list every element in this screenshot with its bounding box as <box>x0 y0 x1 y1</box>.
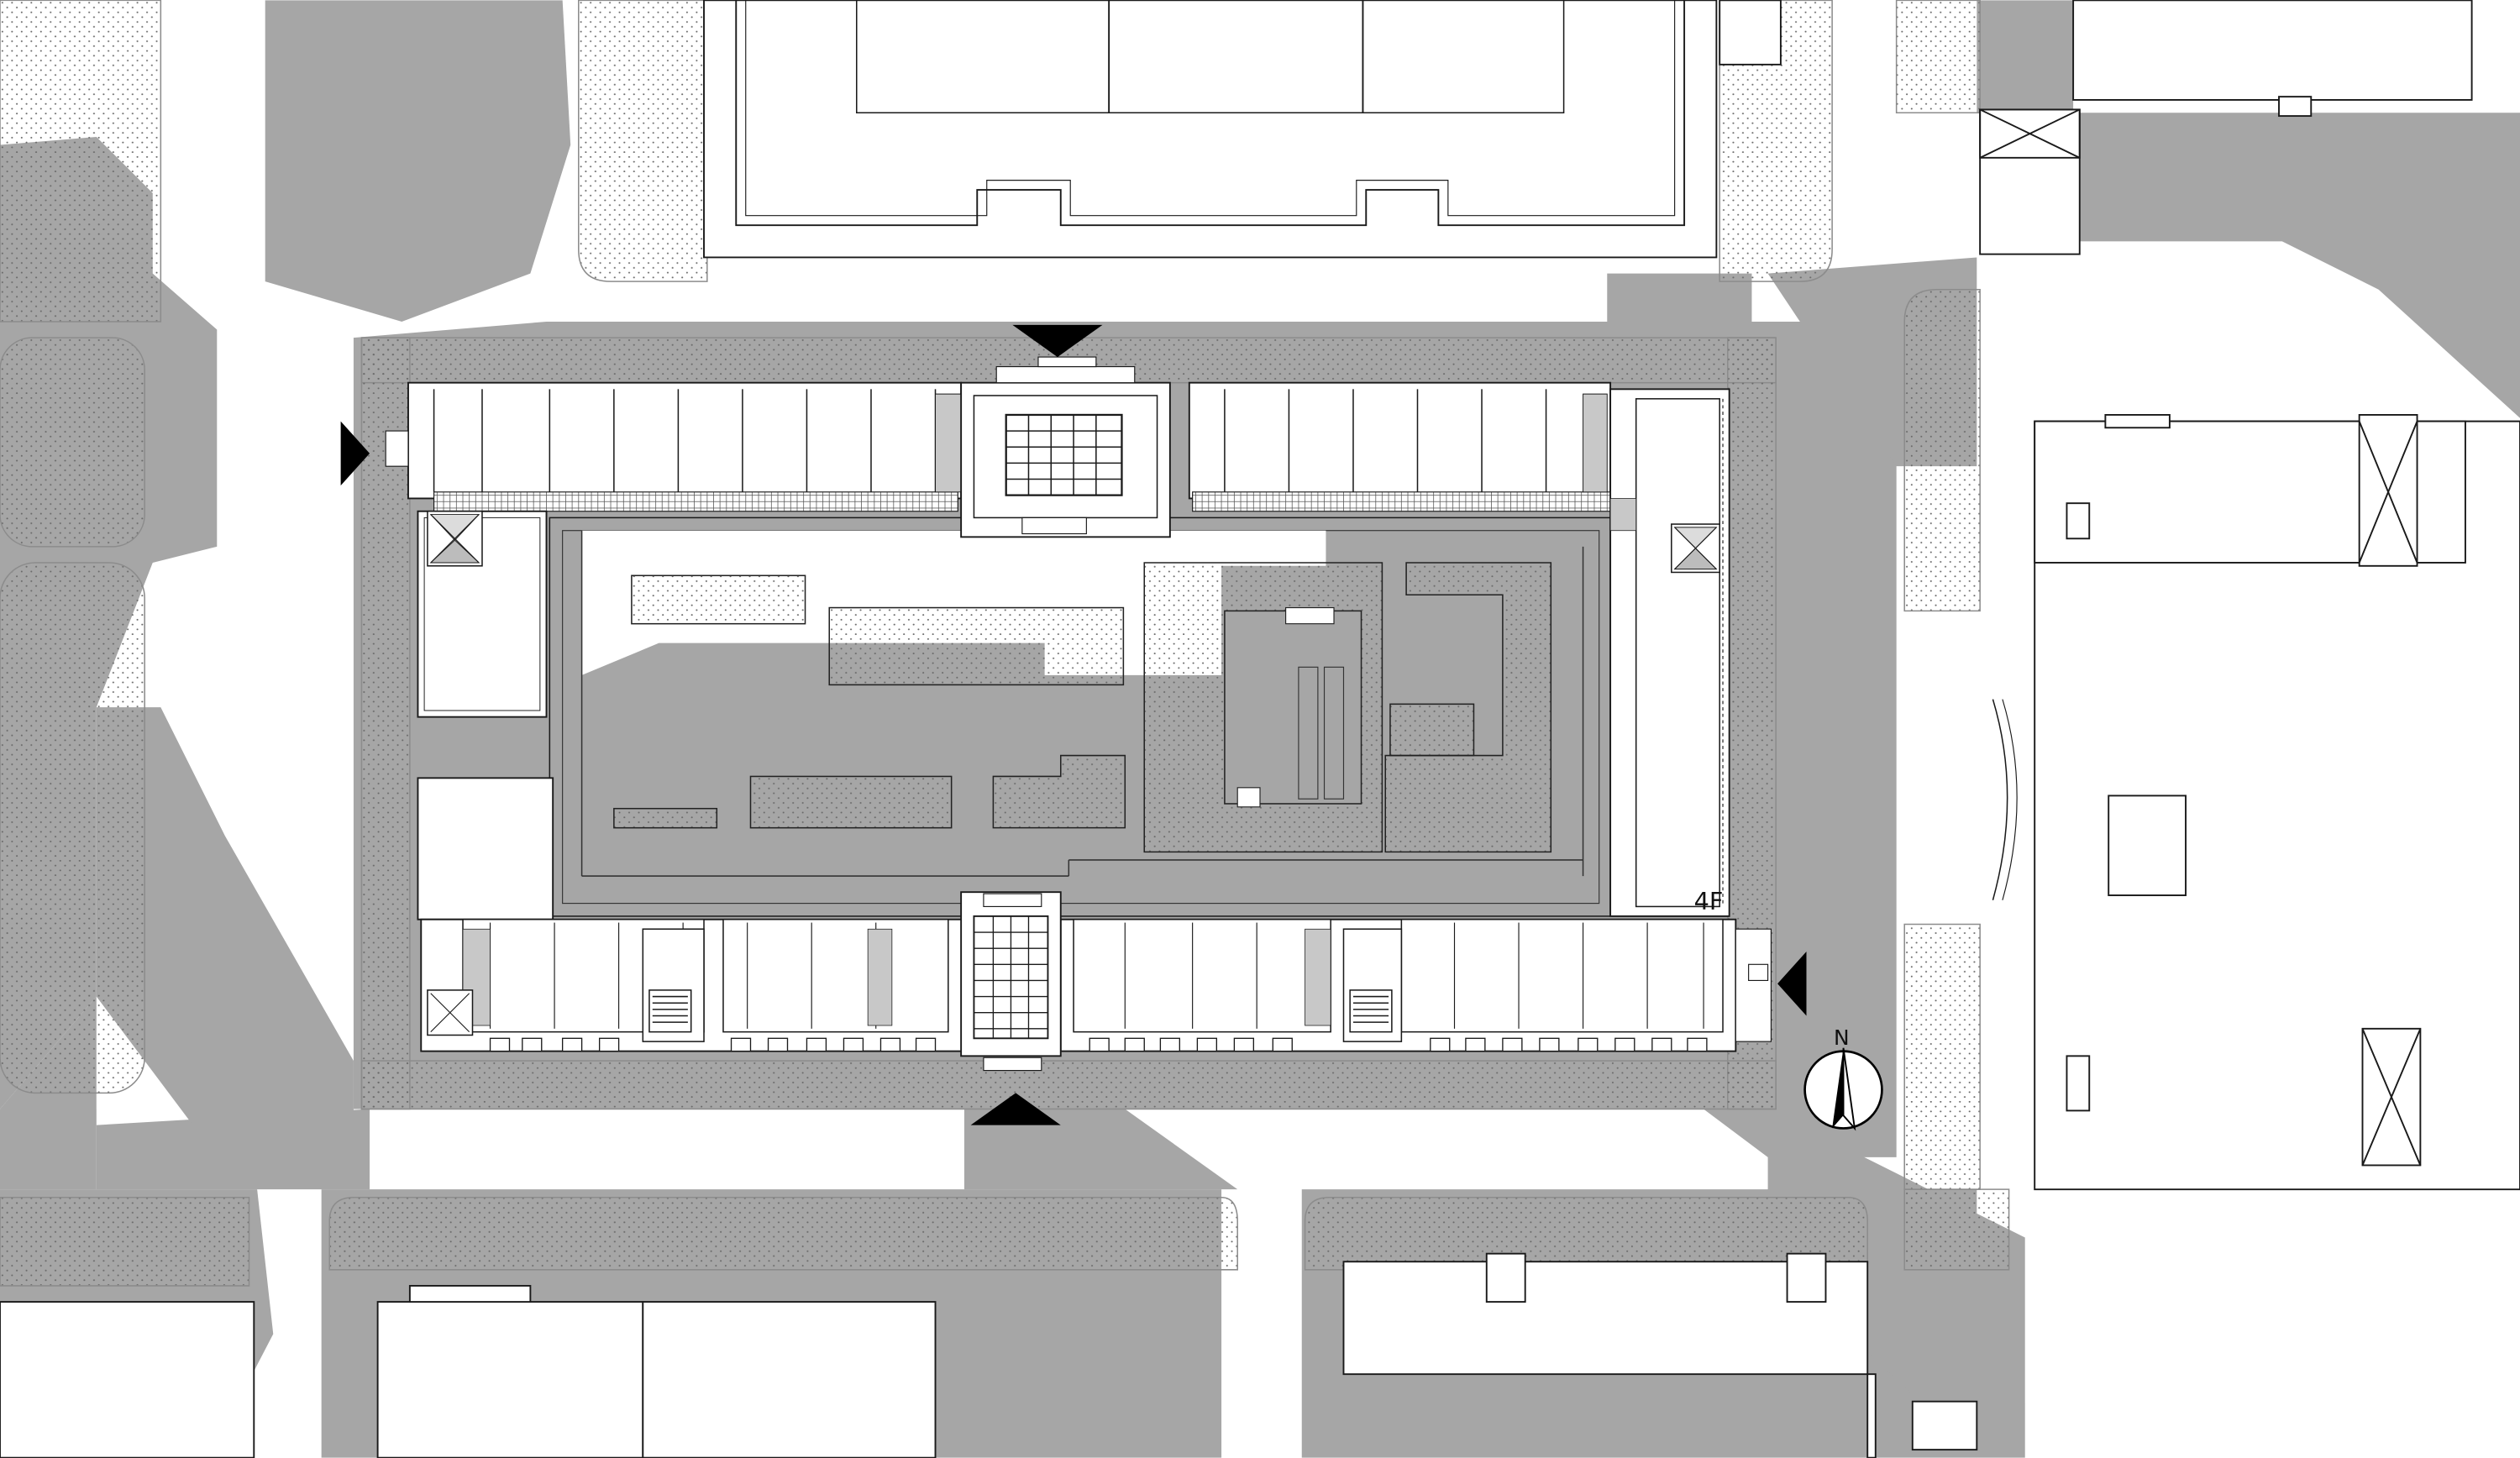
north-arrow-icon <box>1803 1047 1883 1131</box>
entrance-arrow-icon <box>1777 951 1807 1016</box>
north-atrium <box>960 356 1171 538</box>
entrance-arrow-icon <box>970 1093 1061 1125</box>
courtyard <box>549 517 1611 917</box>
north-wing <box>407 381 1612 512</box>
east-wing <box>1609 388 1730 917</box>
entrance-arrow-icon <box>340 421 370 486</box>
entrance-arrow-icon <box>1012 324 1103 358</box>
east-road-curve-inner <box>2002 699 2018 900</box>
floor-label: 4F <box>1694 887 1724 915</box>
south-facade-bays <box>489 1037 1708 1052</box>
west-wing <box>385 430 554 920</box>
east-road-curve <box>1992 699 2008 900</box>
south-wing <box>420 918 1772 1052</box>
north-label: N <box>1834 1025 1850 1050</box>
south-atrium <box>960 891 1062 1072</box>
